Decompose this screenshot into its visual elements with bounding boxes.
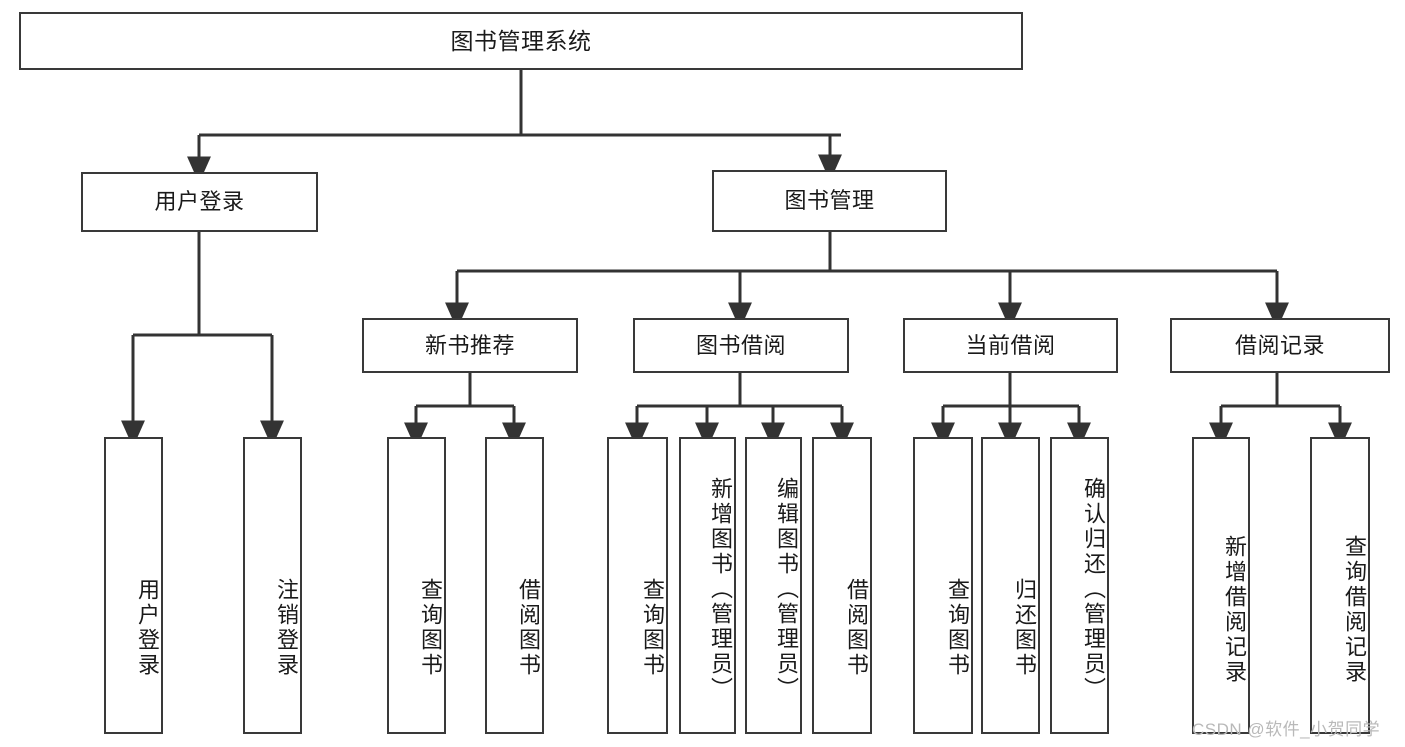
leaf-borrow-book-1[interactable]: 借阅图书 — [485, 437, 544, 734]
leaf-query-book-3[interactable]: 查询图书 — [913, 437, 973, 734]
leaf-user-login[interactable]: 用户登录 — [104, 437, 163, 734]
leaf-query-book-1[interactable]: 查询图书 — [387, 437, 446, 734]
node-label: 借阅图书 — [844, 578, 869, 678]
node-label: 新书推荐 — [424, 332, 515, 358]
node-label: 查询图书 — [640, 578, 665, 678]
node-label: 图书借阅 — [695, 332, 786, 358]
node-label: 新增借阅记录 — [1222, 534, 1247, 685]
node-label: 确认归还（管理员） — [1081, 477, 1106, 702]
node-label: 归还图书 — [1012, 578, 1037, 678]
leaf-logout-login[interactable]: 注销登录 — [243, 437, 302, 734]
node-new-book-recommend[interactable]: 新书推荐 — [362, 318, 578, 373]
node-label: 新增图书（管理员） — [708, 477, 733, 702]
node-current-borrow[interactable]: 当前借阅 — [903, 318, 1118, 373]
node-label: 图书管理 — [784, 188, 875, 214]
node-borrow-record[interactable]: 借阅记录 — [1170, 318, 1390, 373]
node-label: 注销登录 — [274, 578, 299, 678]
node-label: 借阅图书 — [516, 578, 541, 678]
node-root-system[interactable]: 图书管理系统 — [19, 12, 1023, 70]
node-user-login[interactable]: 用户登录 — [81, 172, 318, 232]
node-label: 用户登录 — [135, 578, 160, 678]
node-label: 图书管理系统 — [450, 27, 592, 54]
node-label: 编辑图书（管理员） — [774, 477, 799, 702]
leaf-return-book[interactable]: 归还图书 — [981, 437, 1040, 734]
node-label: 查询图书 — [418, 578, 443, 678]
node-book-borrow[interactable]: 图书借阅 — [633, 318, 849, 373]
leaf-borrow-book-2[interactable]: 借阅图书 — [812, 437, 872, 734]
node-label: 查询借阅记录 — [1342, 534, 1367, 685]
node-book-management[interactable]: 图书管理 — [712, 170, 947, 232]
leaf-confirm-return[interactable]: 确认归还（管理员） — [1050, 437, 1109, 734]
leaf-add-book[interactable]: 新增图书（管理员） — [679, 437, 736, 734]
leaf-add-record[interactable]: 新增借阅记录 — [1192, 437, 1250, 734]
leaf-query-record[interactable]: 查询借阅记录 — [1310, 437, 1370, 734]
node-label: 借阅记录 — [1234, 332, 1325, 358]
csdn-watermark: CSDN @软件_小贺同学 — [1192, 720, 1381, 739]
node-label: 用户登录 — [154, 189, 245, 215]
leaf-query-book-2[interactable]: 查询图书 — [607, 437, 668, 734]
node-label: 当前借阅 — [965, 332, 1056, 358]
node-label: 查询图书 — [945, 578, 970, 678]
leaf-edit-book[interactable]: 编辑图书（管理员） — [745, 437, 802, 734]
